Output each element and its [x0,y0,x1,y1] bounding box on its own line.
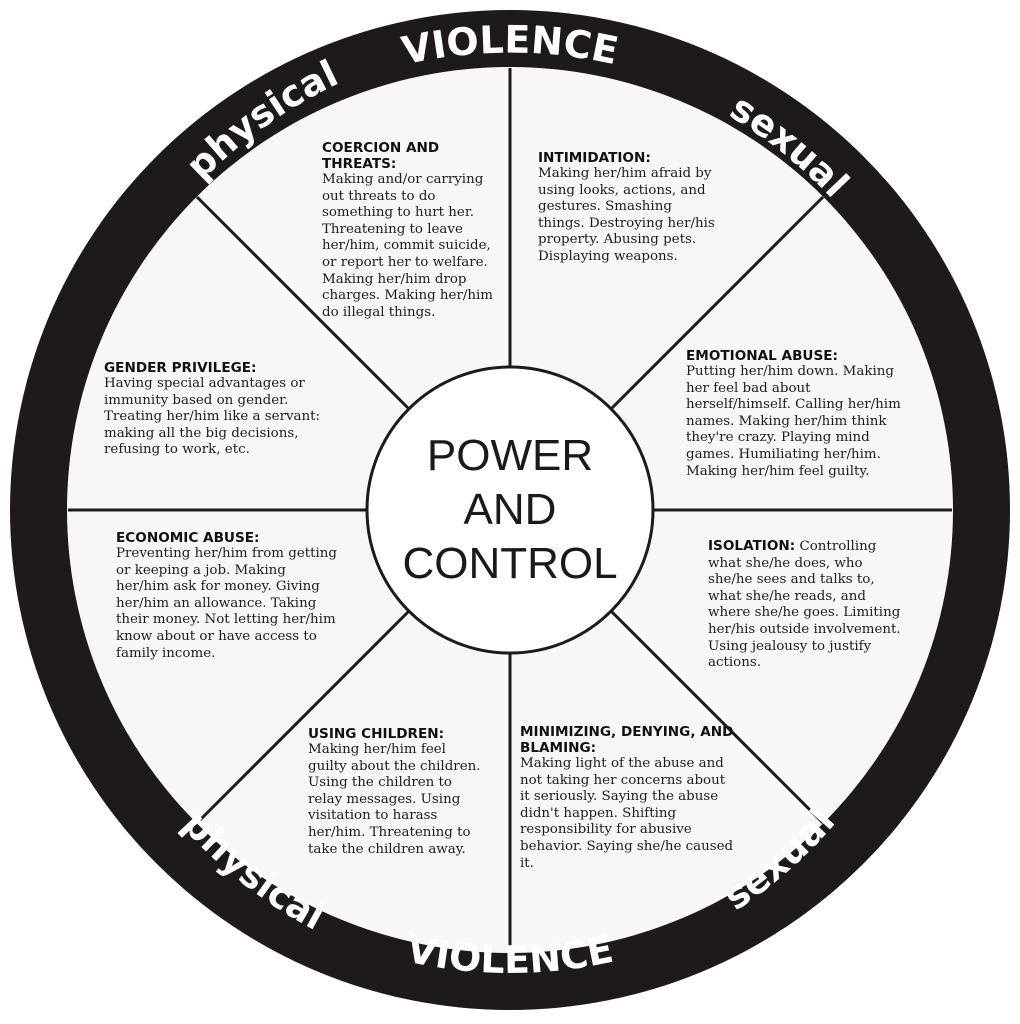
section-body: Preventing her/him from getting or keepi… [116,546,337,661]
section-isolation: ISOLATION: Controlling what she/he does,… [708,538,908,672]
section-heading: GENDER PRIVILEGE: [104,360,257,376]
section-heading: ISOLATION: [708,538,796,554]
section-gender-privilege: GENDER PRIVILEGE: Having special advanta… [104,360,349,459]
section-body: Making light of the abuse and not taking… [520,756,734,871]
section-body: Having special advantages or immunity ba… [104,376,321,458]
section-intimidation: INTIMIDATION: Making her/him afraid by u… [538,150,716,266]
spoke-top-left [195,195,412,412]
section-heading: INTIMIDATION: [538,150,651,166]
section-body: Making her/him afraid by using looks, ac… [538,166,715,264]
section-heading: COERCION AND THREATS: [322,140,440,172]
hub [365,365,655,655]
section-body: Making her/him feel guilty about the chi… [308,742,481,857]
section-body: Controlling what she/he does, who she/he… [708,539,901,671]
spoke-bottom-right [608,608,825,825]
center-line-3: CONTROL [402,539,617,588]
section-heading: MINIMIZING, DENYING, AND BLAMING: [520,724,734,756]
section-emotional-abuse: EMOTIONAL ABUSE: Putting her/him down. M… [686,348,918,480]
section-using-children: USING CHILDREN: Making her/him feel guil… [308,726,488,858]
section-body: Making and/or carrying out threats to do… [322,172,493,320]
spoke-bottom-left [195,608,412,825]
center-line-1: POWER [427,431,593,480]
section-heading: EMOTIONAL ABUSE: [686,348,838,364]
spoke-top-right [608,195,825,412]
section-heading: USING CHILDREN: [308,726,445,742]
section-minimizing-denying-blaming: MINIMIZING, DENYING, AND BLAMING: Making… [520,724,735,872]
spokes [68,68,952,952]
section-heading: ECONOMIC ABUSE: [116,530,260,546]
section-body: Putting her/him down. Making her feel ba… [686,364,901,479]
section-economic-abuse: ECONOMIC ABUSE: Preventing her/him from … [116,530,338,662]
section-coercion-and-threats: COERCION AND THREATS: Making and/or carr… [322,140,497,321]
center-line-2: AND [464,485,557,534]
